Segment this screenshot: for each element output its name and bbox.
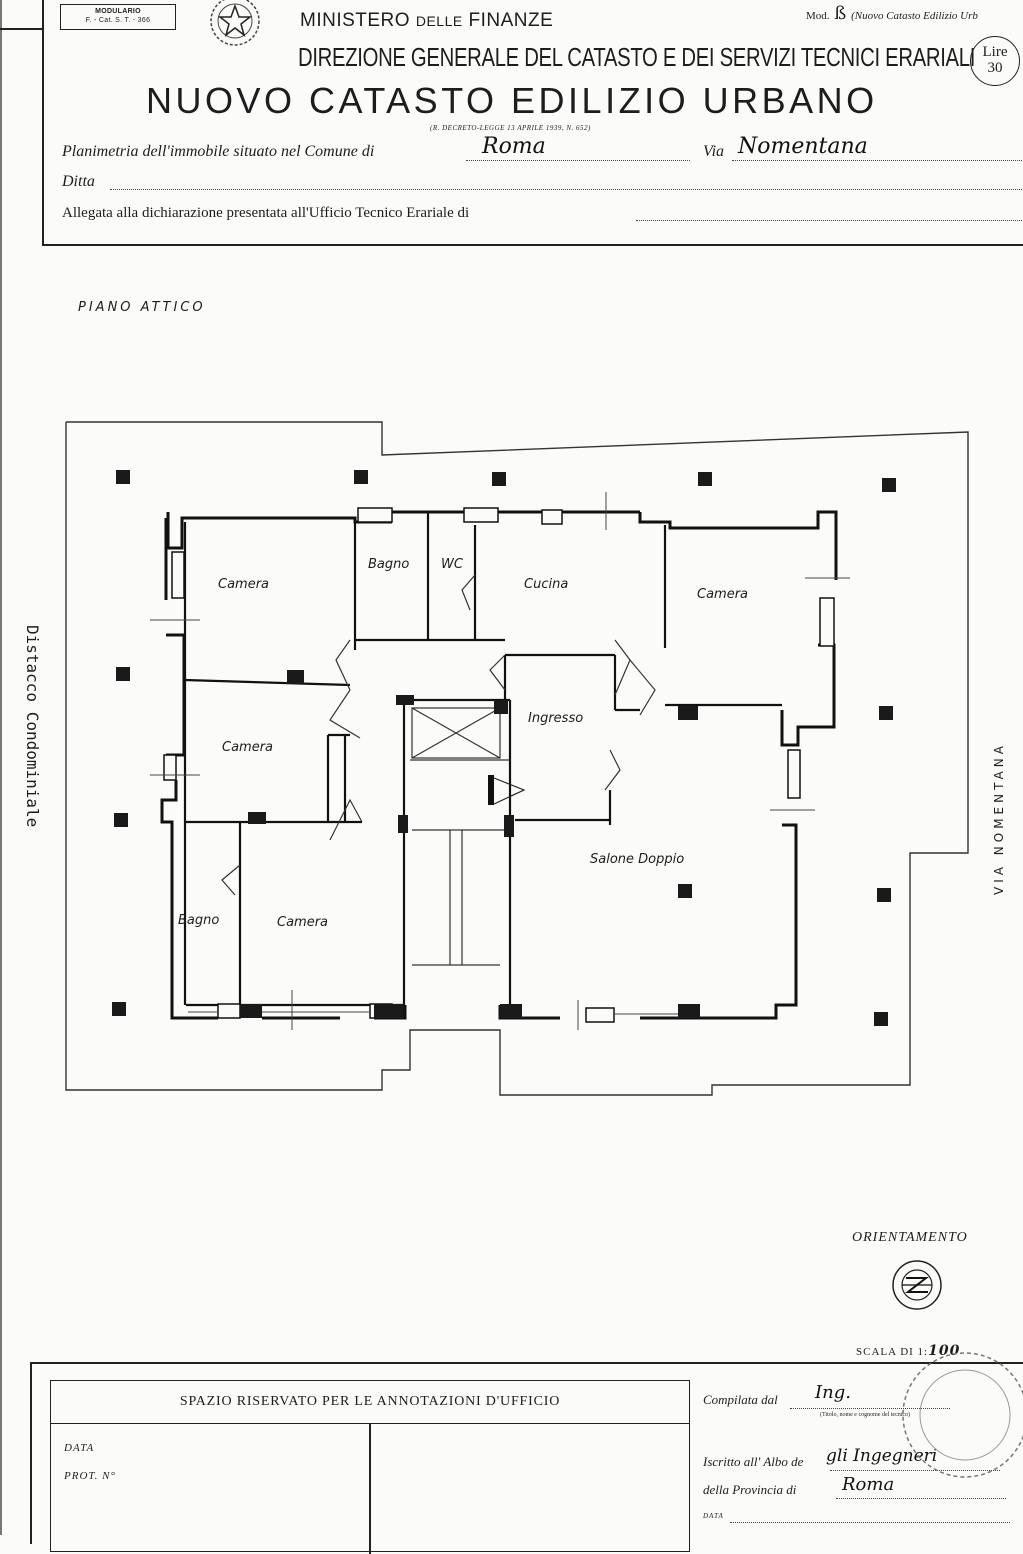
ministry-word-1: MINISTERO (300, 10, 411, 31)
comune-value: Roma (482, 134, 546, 159)
office-annotation-box: SPAZIO RISERVATO PER LE ANNOTAZIONI D'UF… (50, 1380, 690, 1554)
lire-stamp: Lire 30 (970, 36, 1020, 86)
ministry-title: MINISTERO DELLE FINANZE (300, 10, 553, 32)
allegata-dots (636, 220, 1022, 221)
compilata-value: Ing. (815, 1382, 851, 1403)
lire-label: Lire (982, 44, 1008, 60)
terrace-outline (65, 421, 969, 1096)
header-frame (42, 0, 1023, 246)
comune-dots (466, 160, 690, 161)
room-wc: WC (441, 557, 463, 572)
mod-suffix: (Nuovo Catasto Edilizio Urb (851, 10, 978, 22)
bottom-frame (30, 1362, 1023, 1544)
signature-data-dots (730, 1522, 1010, 1523)
direzione-generale: DIREZIONE GENERALE DEL CATASTO E DEI SER… (298, 42, 976, 72)
room-bagno-top: Bagno (368, 557, 410, 572)
via-label: Via (703, 143, 725, 160)
provincia-dots (836, 1498, 1006, 1499)
right-side-label: VIA NOMENTANA (992, 742, 1006, 895)
compilata-dots (790, 1408, 950, 1409)
room-bagno-sw: Bagno (178, 913, 220, 928)
planimetria-label: Planimetria dell'immobile situato nel Co… (62, 143, 375, 160)
scale-value: 100 (928, 1343, 961, 1359)
modulario-line1: MODULARIO (95, 8, 141, 15)
wall-right-lower (700, 823, 798, 1020)
signature-data-label: DATA (703, 1512, 724, 1520)
office-prot-label: PROT. N° (64, 1470, 116, 1482)
compilata-note: (Titolo, nome e cognome del tecnico) (820, 1412, 911, 1418)
engineer-stamp-icon (902, 1352, 1023, 1478)
left-side-label-wrap: Distacco Condominiale (8, 625, 48, 885)
room-camera-w: Camera (222, 740, 274, 755)
iscritto-value: gli Ingegneri (826, 1446, 938, 1466)
lire-value: 30 (987, 60, 1003, 76)
office-annotation-divider (369, 1424, 371, 1554)
room-camera-sw: Camera (277, 915, 329, 930)
mod-code: Mod. ß (Nuovo Catasto Edilizio Urb (806, 3, 978, 24)
scale-label: SCALA DI 1:100 (856, 1343, 960, 1359)
left-side-label: Distacco Condominiale (23, 625, 42, 828)
orientation-label: ORIENTAMENTO (852, 1230, 968, 1245)
page-left-edge (0, 0, 2, 1535)
room-camera-nw: Camera (218, 577, 270, 592)
room-cucina: Cucina (524, 577, 569, 592)
via-dots (732, 160, 1022, 161)
compass-north-icon (892, 1260, 942, 1310)
mod-prefix: Mod. (806, 10, 830, 22)
modulario-line2: F. - Cat. S. T. - 366 (85, 17, 151, 24)
ditta-dots (110, 189, 1022, 190)
document-title: NUOVO CATASTO EDILIZIO URBANO (146, 80, 878, 121)
room-salone-doppio: Salone Doppio (590, 852, 685, 867)
wall-exterior-top-right (638, 510, 838, 580)
iscritto-dots (830, 1470, 1000, 1471)
provincia-label: della Provincia di (703, 1482, 797, 1497)
office-annotation-header: SPAZIO RISERVATO PER LE ANNOTAZIONI D'UF… (51, 1381, 689, 1424)
compilata-label: Compilata dal (703, 1392, 778, 1407)
iscritto-label: Iscritto all' Albo de (703, 1454, 804, 1469)
allegata-label: Allegata alla dichiarazione presentata a… (62, 205, 470, 221)
wall-right-upper (780, 643, 836, 747)
modulario-box: MODULARIO F. - Cat. S. T. - 366 (60, 4, 176, 30)
header-left-tick (0, 28, 42, 30)
via-value: Nomentana (738, 134, 868, 159)
ministry-word-3: FINANZE (468, 10, 554, 31)
room-camera-ne: Camera (697, 587, 749, 602)
wall-left-mid (166, 633, 186, 757)
floor-label: PIANO ATTICO (78, 300, 206, 315)
ministry-word-2: DELLE (415, 13, 463, 29)
decreto-note: (R. DECRETO-LEGGE 13 APRILE 1939, N. 652… (430, 124, 591, 132)
provincia-value: Roma (842, 1474, 895, 1495)
scale-prefix: SCALA DI 1: (856, 1346, 929, 1358)
room-ingresso: Ingresso (528, 711, 584, 726)
republic-emblem-icon (210, 0, 260, 46)
wall-left-lower (160, 780, 218, 1020)
ditta-label: Ditta (62, 173, 95, 190)
mod-handwritten-number: ß (834, 3, 847, 24)
office-data-label: DATA (64, 1442, 95, 1454)
